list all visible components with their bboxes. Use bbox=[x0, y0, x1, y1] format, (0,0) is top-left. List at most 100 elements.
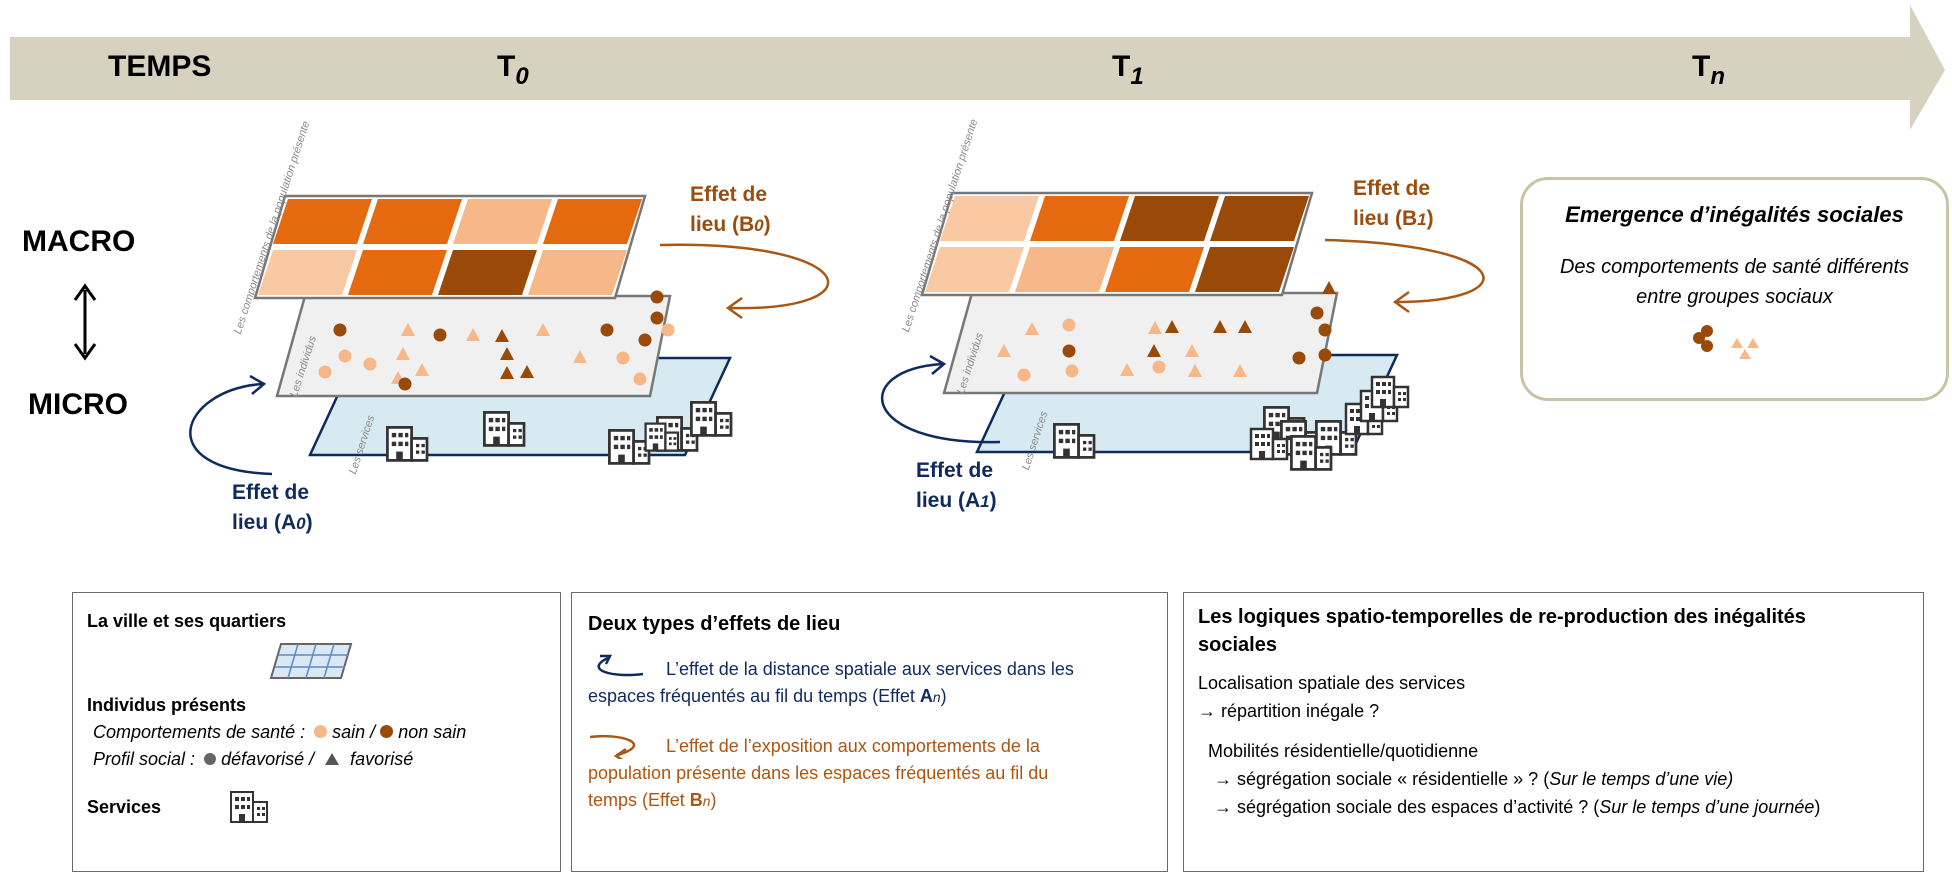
individual-dot bbox=[318, 365, 332, 379]
t1-letter: T bbox=[1112, 50, 1131, 83]
tn-letter: T bbox=[1692, 50, 1711, 83]
individual-dot bbox=[398, 377, 412, 391]
building-icon bbox=[1249, 427, 1289, 461]
timeline-tn: Tn bbox=[1692, 50, 1725, 90]
effect-a-description: L’effet de la distance spatiale aux serv… bbox=[588, 654, 1151, 711]
emergence-title: Emergence d’inégalités sociales bbox=[1565, 202, 1904, 227]
building-icon bbox=[483, 411, 526, 447]
effect-b0-label: Effet de lieu (B0) bbox=[690, 183, 771, 236]
individual-dot bbox=[333, 323, 347, 337]
individual-triangle bbox=[1322, 281, 1336, 294]
effects-box: Deux types d’effets de lieu L’effet de l… bbox=[571, 592, 1168, 872]
individual-triangle bbox=[573, 350, 587, 363]
effect-b1-arrowhead bbox=[1392, 290, 1410, 314]
legend-box: La ville et ses quartiers Individus prés… bbox=[72, 592, 561, 872]
behaviour-cell bbox=[1195, 247, 1294, 292]
macro-label: MACRO bbox=[22, 225, 136, 258]
individuals-layer-undefined bbox=[275, 294, 672, 398]
individual-triangle bbox=[500, 347, 514, 360]
individual-dot bbox=[1065, 364, 1079, 378]
behaviour-cell bbox=[363, 199, 462, 244]
individual-dot bbox=[1310, 306, 1324, 320]
individual-triangle bbox=[1120, 363, 1134, 376]
legend-indiv-title: Individus présents bbox=[87, 695, 247, 715]
individual-dot bbox=[638, 333, 652, 347]
individual-triangle bbox=[1213, 320, 1227, 333]
micro-label: MICRO bbox=[28, 388, 128, 421]
building-icon bbox=[386, 426, 429, 462]
effect-b0-arrow bbox=[659, 243, 830, 310]
t1-sub: 1 bbox=[1130, 63, 1144, 90]
individual-triangle bbox=[396, 347, 410, 360]
behaviour-cell bbox=[273, 199, 372, 244]
effect-a1-arrow bbox=[880, 362, 1001, 444]
advantaged-triangle-icon bbox=[325, 753, 340, 765]
individual-dot bbox=[650, 290, 664, 304]
effect-a0-label: Effet de lieu (A0) bbox=[232, 481, 313, 534]
individual-triangle bbox=[1233, 364, 1247, 377]
individual-triangle bbox=[536, 323, 550, 336]
individual-dot bbox=[600, 323, 614, 337]
individual-triangle bbox=[1148, 321, 1162, 334]
healthy-dot-icon bbox=[314, 725, 328, 738]
effect-b0-arrowhead bbox=[725, 296, 743, 320]
t0-letter: T bbox=[497, 50, 516, 83]
timeline-label: TEMPS bbox=[108, 50, 212, 83]
individual-dot bbox=[633, 372, 647, 386]
building-icon bbox=[644, 422, 680, 452]
individual-dot bbox=[650, 311, 664, 325]
individual-dot bbox=[433, 328, 447, 342]
individual-dot bbox=[1318, 348, 1332, 362]
logic-mobility: Mobilités résidentielle/quotidienne → sé… bbox=[1208, 741, 1821, 817]
individual-dot bbox=[338, 349, 352, 363]
behaviour-cell bbox=[1030, 196, 1129, 241]
individual-dot bbox=[616, 351, 630, 365]
individual-triangle bbox=[1165, 320, 1179, 333]
behaviour-cell bbox=[543, 199, 642, 244]
behaviour-cell bbox=[453, 199, 552, 244]
individual-triangle bbox=[495, 329, 509, 342]
individual-triangle bbox=[500, 366, 514, 379]
behaviour-cell bbox=[258, 250, 357, 295]
building-icon bbox=[690, 401, 733, 437]
effect-b-description: L’effet de l’exposition aux comportement… bbox=[588, 733, 1151, 815]
individuals-layer-undefined bbox=[942, 291, 1339, 395]
timeline-t0: T0 bbox=[497, 50, 529, 90]
individual-dot bbox=[1292, 351, 1306, 365]
building-icon bbox=[230, 791, 268, 823]
logic-box-title: Les logiques spatio-temporelles de re-pr… bbox=[1198, 606, 1806, 656]
behaviour-cell bbox=[438, 250, 537, 295]
individual-triangle bbox=[401, 323, 415, 336]
individual-triangle bbox=[1147, 344, 1161, 357]
individual-triangle bbox=[415, 363, 429, 376]
behaviour-cell bbox=[1210, 196, 1309, 241]
individual-triangle bbox=[1188, 364, 1202, 377]
tn-sub: n bbox=[1710, 63, 1725, 90]
individual-dot bbox=[1017, 368, 1031, 382]
individual-dot bbox=[363, 357, 377, 371]
effect-b1-label: Effet de lieu (B1) bbox=[1353, 177, 1434, 230]
legend-services-row: Services bbox=[87, 788, 546, 826]
t0-sub: 0 bbox=[515, 63, 529, 90]
effect-a0-arrowhead bbox=[249, 374, 267, 395]
unhealthy-dot-icon bbox=[380, 725, 394, 738]
behaviour-cell bbox=[1120, 196, 1219, 241]
emergence-box: Emergence d’inégalités sociales Des comp… bbox=[1520, 177, 1949, 401]
emergence-symbols bbox=[1692, 325, 1759, 359]
effects-box-title: Deux types d’effets de lieu bbox=[588, 613, 841, 635]
behaviour-cell bbox=[925, 247, 1024, 292]
individual-triangle bbox=[1238, 320, 1252, 333]
emergence-text: Des comportements de santé différents en… bbox=[1559, 256, 1910, 308]
behaviour-cell bbox=[940, 196, 1039, 241]
behaviour-cell bbox=[528, 250, 627, 295]
individual-triangle bbox=[1025, 322, 1039, 335]
timeline-t1: T1 bbox=[1112, 50, 1144, 90]
building-icon bbox=[1370, 375, 1410, 409]
blue-curved-arrow-icon bbox=[597, 654, 644, 677]
brown-curved-arrow-icon bbox=[589, 734, 636, 759]
city-grid-icon bbox=[269, 643, 353, 679]
individual-dot bbox=[1062, 344, 1076, 358]
behaviour-cell bbox=[1015, 247, 1114, 292]
logic-location: Localisation spatiale des services → rép… bbox=[1198, 673, 1466, 721]
individual-triangle bbox=[466, 328, 480, 341]
